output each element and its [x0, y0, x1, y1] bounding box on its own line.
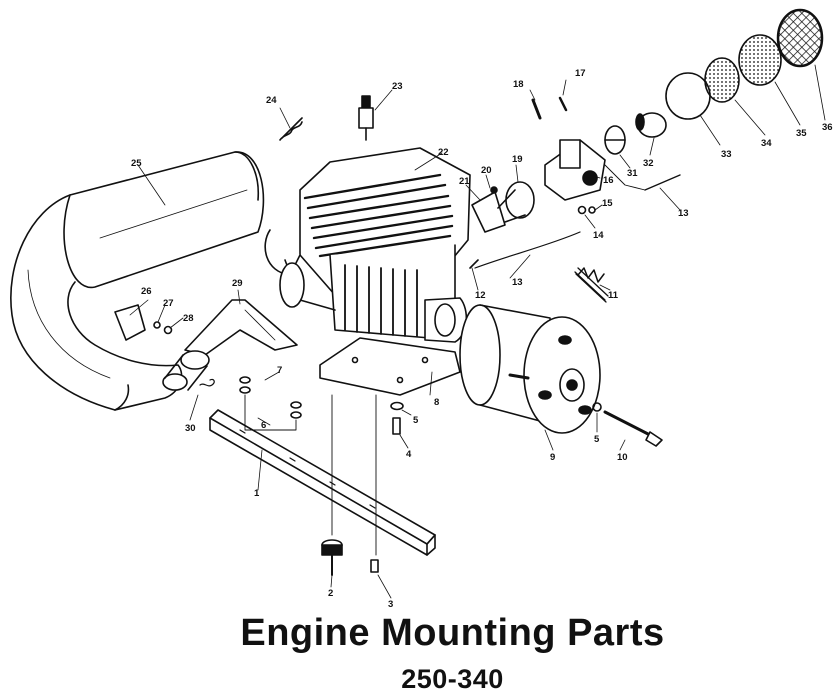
exhaust-elbow — [162, 299, 298, 391]
callout-7: 7 — [277, 365, 282, 376]
callout-30: 30 — [185, 423, 196, 434]
callout-36: 36 — [822, 122, 833, 133]
fuel-lines — [469, 174, 681, 303]
callout-1: 1 — [254, 488, 260, 499]
callout-19: 19 — [512, 154, 523, 165]
callout-18: 18 — [513, 79, 524, 90]
callout-24: 24 — [266, 95, 277, 106]
callout-2: 2 — [328, 588, 333, 599]
mount-hardware — [239, 376, 404, 576]
exhaust-silencer — [10, 151, 265, 411]
callout-28: 28 — [183, 313, 194, 324]
callout-23: 23 — [392, 81, 403, 92]
carburetor — [531, 96, 606, 215]
callout-26: 26 — [141, 286, 152, 297]
engine-block — [264, 147, 471, 343]
drive-clutch — [459, 304, 601, 434]
callout-13-upper: 13 — [678, 208, 689, 219]
exhaust-bracket — [114, 304, 173, 341]
callout-labels: 1 2 3 4 5 5 6 7 8 9 10 11 12 13 13 14 15… — [131, 68, 833, 610]
air-intake-clamps — [604, 112, 667, 191]
spark-plug — [358, 95, 374, 141]
callout-5-clutch: 5 — [594, 434, 600, 445]
callout-31: 31 — [627, 168, 638, 179]
exhaust-spring — [279, 117, 303, 141]
clutch-bolt — [592, 402, 663, 447]
callout-14: 14 — [593, 230, 604, 241]
callout-22: 22 — [438, 147, 449, 158]
callout-10: 10 — [617, 452, 628, 463]
callout-4: 4 — [406, 449, 412, 460]
callout-3: 3 — [388, 599, 393, 610]
callout-17: 17 — [575, 68, 586, 79]
page-title: Engine Mounting Parts — [240, 612, 665, 654]
air-filter-stack — [665, 8, 824, 120]
callout-11: 11 — [608, 290, 619, 301]
callout-15: 15 — [602, 198, 613, 209]
exploded-parts-diagram: 1 2 3 4 5 5 6 7 8 9 10 11 12 13 13 14 15… — [10, 8, 833, 610]
callout-8: 8 — [434, 397, 439, 408]
callout-29: 29 — [232, 278, 243, 289]
callout-16: 16 — [603, 175, 614, 186]
intake-adaptor — [471, 181, 535, 233]
model-range: 250-340 — [401, 664, 504, 694]
callout-9: 9 — [550, 452, 555, 463]
callout-32: 32 — [643, 158, 654, 169]
callout-12: 12 — [475, 290, 486, 301]
callout-35: 35 — [796, 128, 807, 139]
callout-34: 34 — [761, 138, 772, 149]
callout-25: 25 — [131, 158, 142, 169]
engine-mount-plate — [319, 337, 461, 396]
callout-21: 21 — [459, 176, 470, 187]
callout-5-mount: 5 — [413, 415, 419, 426]
callout-20: 20 — [481, 165, 492, 176]
callout-27: 27 — [163, 298, 174, 309]
leader-lines — [129, 64, 826, 599]
callout-33: 33 — [721, 149, 732, 160]
mounting-rail — [209, 409, 436, 556]
callout-6: 6 — [261, 420, 266, 431]
callout-13-lower: 13 — [512, 277, 523, 288]
